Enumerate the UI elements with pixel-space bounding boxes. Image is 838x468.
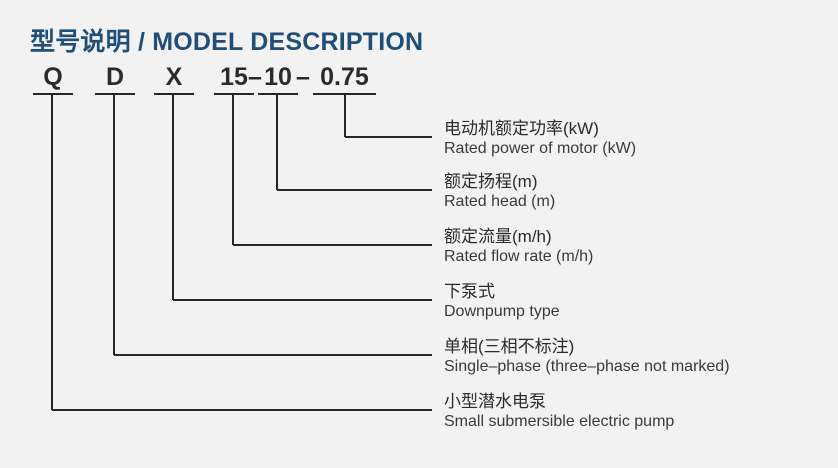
model-code-segment-3: 15 [220,63,248,91]
callout-label-1: 额定扬程(m) Rated head (m) [444,171,555,212]
model-code-segment-5: 0.75 [320,63,369,91]
callout-label-en-3: Downpump type [444,303,560,320]
callout-label-3: 下泵式 Downpump type [444,281,560,322]
callout-label-en-4: Single–phase (three–phase not marked) [444,358,730,375]
callout-label-0: 电动机额定功率(kW) Rated power of motor (kW) [444,118,636,159]
callout-label-4: 单相(三相不标注) Single–phase (three–phase not m… [444,336,730,377]
callout-label-cn-4: 单相(三相不标注) [444,337,575,356]
callout-label-2: 额定流量(m/h) Rated flow rate (m/h) [444,226,593,267]
callout-label-cn-3: 下泵式 [444,282,495,301]
callout-label-en-0: Rated power of motor (kW) [444,140,637,157]
model-code-segment-4: 10 [264,63,292,91]
callout-label-cn-0: 电动机额定功率(kW) [444,119,599,138]
model-code-separator-1: – [296,63,310,91]
callout-label-en-5: Small submersible electric pump [444,413,675,430]
model-code-segment-0: Q [43,63,63,91]
model-code-segment-1: D [105,63,125,91]
page-title: 型号说明 / MODEL DESCRIPTION [30,28,424,56]
callout-label-cn-1: 额定扬程(m) [444,172,538,191]
callout-label-cn-5: 小型潜水电泵 [444,392,546,411]
model-code-segment-2: X [165,63,183,91]
callout-label-en-1: Rated head (m) [444,193,556,210]
callout-label-cn-2: 额定流量(m/h) [444,227,552,246]
callout-label-en-2: Rated flow rate (m/h) [444,248,594,265]
callout-label-5: 小型潜水电泵 Small submersible electric pump [444,391,674,432]
model-code-separator-0: – [248,63,262,91]
